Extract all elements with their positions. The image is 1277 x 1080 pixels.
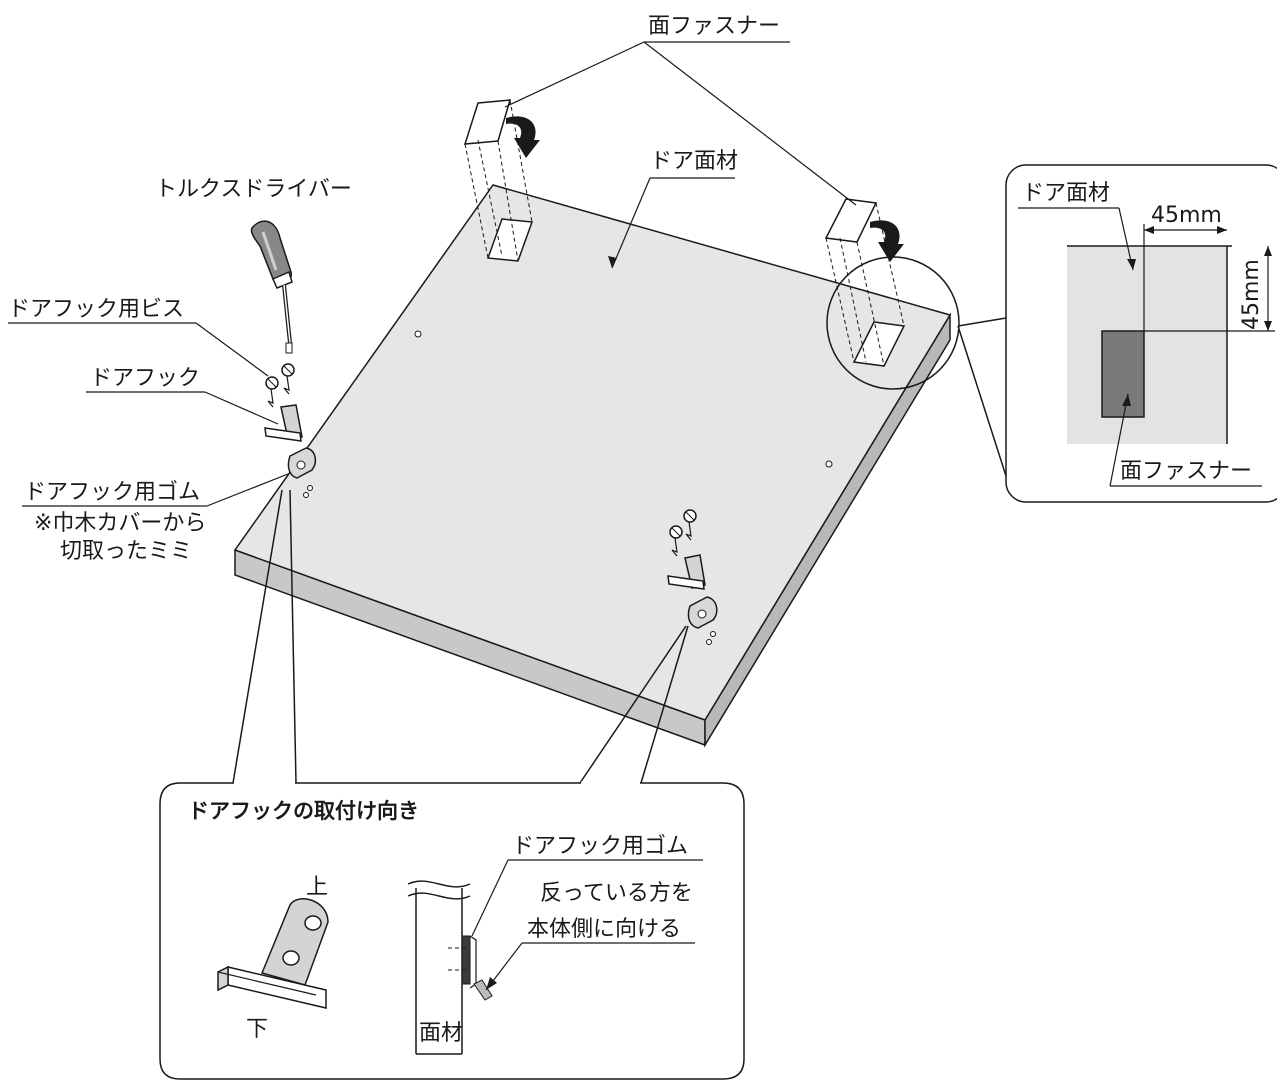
door-panel-top-surface bbox=[233, 184, 952, 721]
surface-fastener-1 bbox=[463, 99, 540, 262]
door-hook-rubber-left bbox=[287, 447, 317, 498]
label-surface-fastener: 面ファスナー bbox=[648, 14, 780, 39]
label-top: 上 bbox=[306, 875, 328, 900]
torx-driver-icon bbox=[250, 220, 293, 354]
label-door-hook-screw: ドアフック用ビス bbox=[8, 297, 184, 322]
door-hook-left bbox=[264, 404, 303, 442]
fastener-strip-lifted bbox=[463, 99, 512, 145]
detail-panel-area bbox=[1067, 246, 1227, 444]
label-rubber: ドアフック用ゴム bbox=[512, 834, 688, 859]
panel-hole bbox=[414, 330, 422, 338]
label-panel: 面材 bbox=[419, 1021, 463, 1046]
orientation-box: ドアフックの取付け向き 上 下 面材 ドアフック用ゴム bbox=[159, 489, 745, 1080]
surface-fastener-2 bbox=[824, 198, 960, 390]
door-panel bbox=[233, 184, 952, 748]
panel-cross-section bbox=[407, 880, 493, 1055]
door-hook-screws-right bbox=[669, 509, 697, 557]
label-door-hook: ドアフック bbox=[90, 366, 200, 391]
label-door-panel: ドア面材 bbox=[650, 149, 738, 174]
detail-box: 45mm 45mm ドア面材 面ファスナー bbox=[957, 164, 1277, 503]
label-door-hook-rubber: ドアフック用ゴム bbox=[24, 480, 200, 505]
door-hook-enlarged-icon bbox=[217, 897, 329, 1009]
detail-magnifier-circle bbox=[826, 256, 960, 390]
press-arrow-icon bbox=[870, 220, 904, 262]
detail-label-door-panel: ドア面材 bbox=[1022, 181, 1110, 206]
detail-dim-vertical: 45mm bbox=[1239, 259, 1264, 330]
fastener-strip-lifted bbox=[824, 198, 878, 243]
label-torx-driver: トルクスドライバー bbox=[155, 177, 352, 202]
label-bottom: 下 bbox=[246, 1017, 268, 1042]
orientation-title: ドアフックの取付け向き bbox=[188, 799, 419, 823]
label-instruction-1: 反っている方を bbox=[540, 881, 693, 906]
label-instruction-2: 本体側に向ける bbox=[527, 917, 681, 942]
label-note-line2: 切取ったミミ bbox=[60, 539, 192, 564]
press-arrow-icon bbox=[506, 116, 540, 158]
label-note-line1: ※巾木カバーから bbox=[34, 511, 206, 536]
door-hook-right bbox=[667, 554, 706, 590]
panel-hole bbox=[825, 460, 833, 468]
door-hook-rubber-right bbox=[687, 596, 718, 645]
detail-label-fastener: 面ファスナー bbox=[1120, 459, 1252, 484]
detail-fastener bbox=[1101, 330, 1145, 418]
door-hook-screws-left bbox=[265, 363, 295, 408]
detail-dim-horizontal: 45mm bbox=[1151, 203, 1222, 228]
